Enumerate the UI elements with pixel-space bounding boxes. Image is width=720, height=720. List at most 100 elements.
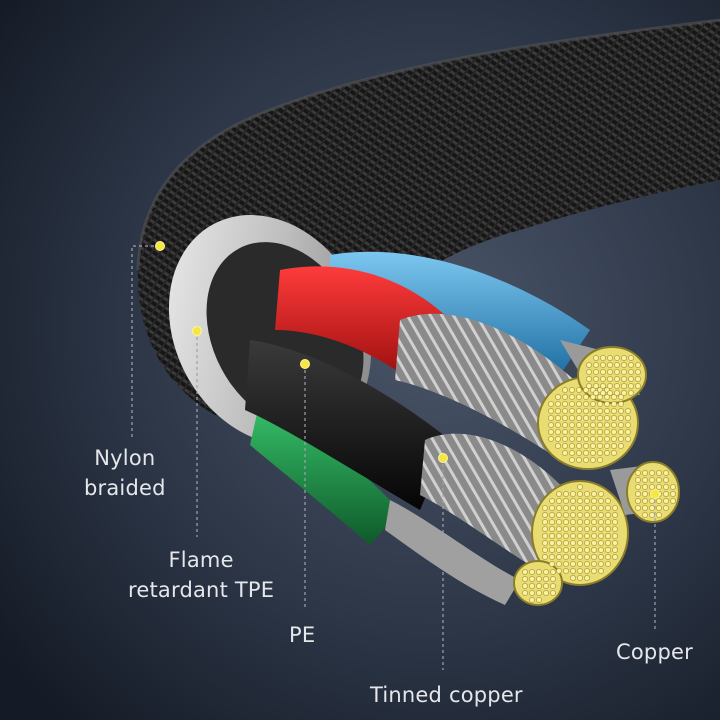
copper-strand-dot [584, 540, 590, 546]
copper-strand-dot [577, 526, 583, 532]
copper-strand-dot [577, 498, 583, 504]
copper-strand-dot [569, 387, 575, 393]
copper-strand-dot [563, 547, 569, 553]
copper-strand-dot [597, 450, 603, 456]
copper-strand-dot [577, 533, 583, 539]
copper-strand-dot [549, 498, 555, 504]
copper-strand-dot [522, 569, 528, 575]
copper-conductors [385, 313, 680, 606]
copper-strand-dot [569, 457, 575, 463]
copper-strand-dot [618, 408, 624, 414]
copper-strand-dot [591, 540, 597, 546]
copper-strand-dot [584, 519, 590, 525]
copper-strand-dot [656, 505, 662, 511]
copper-strand-dot [590, 415, 596, 421]
copper-strand-dot [612, 512, 618, 518]
copper-strand-dot [577, 519, 583, 525]
conductor-strand [395, 313, 580, 460]
copper-strand-dot [598, 533, 604, 539]
copper-strand-dot [577, 554, 583, 560]
copper-strand-dot [597, 457, 603, 463]
copper-strand-dot [663, 498, 669, 504]
copper-strand-dot [611, 450, 617, 456]
copper-strand-dot [556, 547, 562, 553]
copper-strand-dot [577, 540, 583, 546]
copper-strand-dot [642, 470, 648, 476]
label-nylon-line2: braided [84, 476, 166, 500]
copper-strand-dot [614, 390, 620, 396]
copper-strand-dot [656, 477, 662, 483]
copper-strand-dot [569, 394, 575, 400]
copper-strand-dot [569, 408, 575, 414]
copper-strand-dot [584, 554, 590, 560]
copper-strand-dot [635, 369, 641, 375]
copper-strand-dot [597, 422, 603, 428]
copper-strand-dot [612, 533, 618, 539]
copper-strand-dot [548, 422, 554, 428]
copper-strand-dot [576, 422, 582, 428]
copper-strand-dot [604, 422, 610, 428]
copper-strand-dot [611, 394, 617, 400]
copper-strand-dot [604, 429, 610, 435]
copper-strand-dot [584, 526, 590, 532]
copper-strand-dot [550, 569, 556, 575]
copper-strand-dot [591, 491, 597, 497]
copper-strand-dot [628, 362, 634, 368]
copper-strand-dot [625, 422, 631, 428]
copper-strand-dot [635, 470, 641, 476]
copper-strand-dot [548, 408, 554, 414]
copper-strand-dot [656, 498, 662, 504]
copper-strand-dot [563, 505, 569, 511]
marker-dot-tpe [192, 326, 202, 336]
copper-strand-dot [591, 547, 597, 553]
copper-strand-dot [598, 547, 604, 553]
copper-strand-dot [549, 505, 555, 511]
copper-strand-dot [555, 429, 561, 435]
copper-strand-dot [569, 415, 575, 421]
copper-strand-dot [670, 484, 676, 490]
copper-strand-dot [529, 590, 535, 596]
label-copper: Copper [616, 637, 693, 667]
copper-strand-dot [621, 383, 627, 389]
copper-strand-dot [555, 436, 561, 442]
copper-strand-dot [543, 583, 549, 589]
copper-strand-dot [542, 547, 548, 553]
copper-strand-dot [600, 376, 606, 382]
copper-strand-dot [598, 568, 604, 574]
copper-strand-dot [591, 498, 597, 504]
copper-strand-dot [576, 436, 582, 442]
copper-strand-dot [584, 498, 590, 504]
copper-strand-dot [556, 498, 562, 504]
copper-strand-dot [529, 576, 535, 582]
copper-strand-dot [605, 519, 611, 525]
copper-strand-dot [614, 355, 620, 361]
copper-strand-dot [649, 512, 655, 518]
copper-strand-dot [548, 415, 554, 421]
copper-strand-dot [576, 394, 582, 400]
copper-strand-dot [604, 394, 610, 400]
copper-strand-dot [604, 415, 610, 421]
copper-strand-dot [536, 576, 542, 582]
copper-strand-dot [605, 554, 611, 560]
conductor-strand [385, 500, 520, 605]
copper-strand-dot [611, 422, 617, 428]
copper-strand-dot [556, 540, 562, 546]
copper-strand-dot [577, 505, 583, 511]
copper-strand-dot [556, 526, 562, 532]
copper-strand-dot [549, 540, 555, 546]
copper-strand-dot [562, 408, 568, 414]
copper-strand-dot [543, 569, 549, 575]
copper-strand-dot [536, 597, 542, 603]
copper-strand-dot [556, 505, 562, 511]
label-tpe-line2: retardant TPE [128, 578, 275, 602]
insulated-wires [245, 251, 590, 545]
copper-strand-dot [542, 519, 548, 525]
copper-strand-dot [590, 401, 596, 407]
copper-strand-dot [598, 505, 604, 511]
copper-strand-dot [611, 415, 617, 421]
copper-strand-dot [618, 394, 624, 400]
copper-strand-dot [577, 512, 583, 518]
copper-strand-dot [576, 450, 582, 456]
copper-strand-dot [628, 369, 634, 375]
copper-strand-dot [663, 505, 669, 511]
